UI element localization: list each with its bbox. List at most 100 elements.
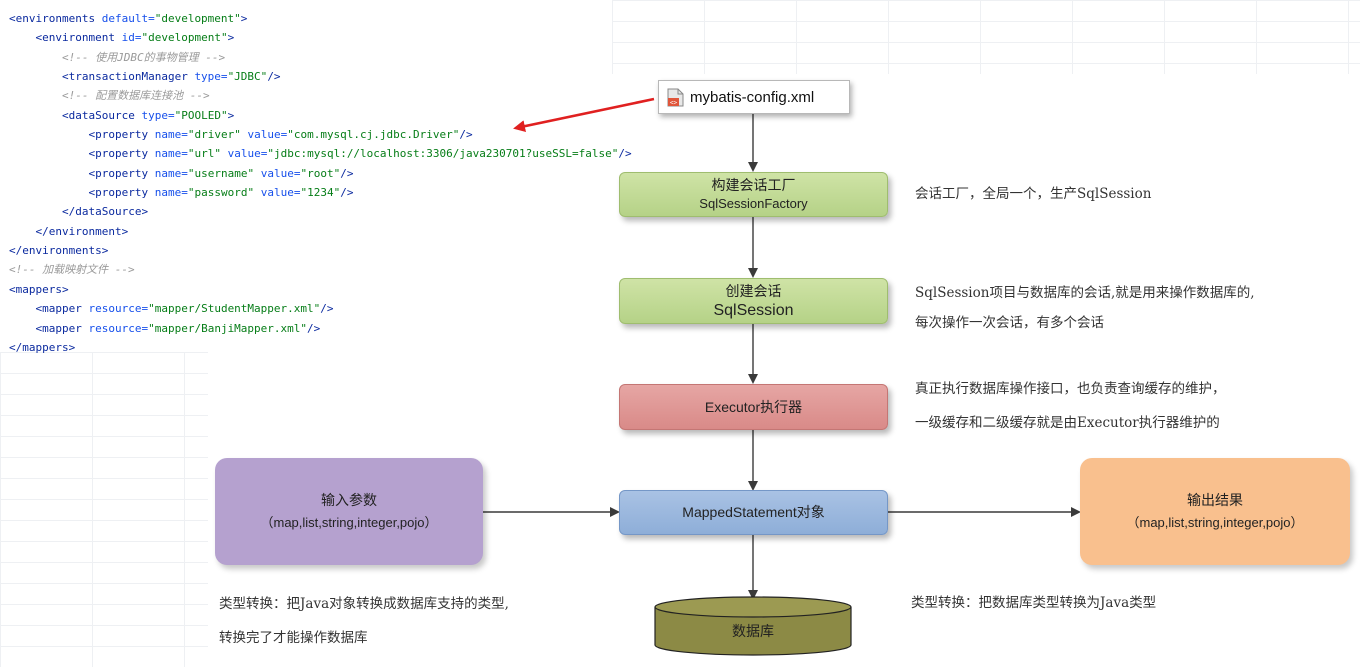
code-token: <property [88, 186, 155, 200]
code-line: <mapper resource="mapper/StudentMapper.x… [9, 299, 632, 318]
note-executor: 真正执行数据库操作接口，也负责查询缓存的维护， 一级缓存和二级缓存就是由Exec… [915, 374, 1226, 438]
code-token: /> [340, 186, 354, 200]
code-token: resource= [88, 302, 149, 316]
code-token: > [227, 108, 235, 122]
session-factory-box: 构建会话工厂 SqlSessionFactory [619, 172, 888, 217]
code-line: <property name="username" value="root"/> [9, 164, 632, 183]
code-token: /> [459, 128, 473, 142]
config-file-tag: <> mybatis-config.xml [658, 80, 850, 114]
code-token: <property [88, 147, 155, 161]
code-line: <transactionManager type="JDBC"/> [9, 67, 632, 86]
arrow-config-to-code [513, 97, 655, 133]
note-session-line-1: SqlSession项目与数据库的会话,就是用来操作数据库的, [915, 285, 1255, 301]
grid-background-left [0, 352, 208, 667]
code-token: "jdbc:mysql://localhost:3306/java230701?… [267, 147, 619, 161]
code-token: <mappers> [9, 282, 69, 296]
config-file-name: mybatis-config.xml [690, 88, 815, 106]
output-results-types: （map,list,string,integer,pojo） [1126, 515, 1304, 530]
code-line: </mappers> [9, 338, 632, 357]
code-token: "root" [300, 166, 341, 180]
input-params-types: （map,list,string,integer,pojo） [260, 515, 438, 530]
session-factory-class: SqlSessionFactory [699, 196, 808, 211]
note-input-line-2: 转换完了才能操作数据库 [219, 630, 368, 646]
output-results-title: 输出结果 [1187, 492, 1243, 508]
session-factory-title: 构建会话工厂 [711, 177, 796, 193]
database-label: 数据库 [732, 623, 774, 640]
code-line: <!-- 使用JDBC的事物管理 --> [9, 48, 632, 67]
code-line: <!-- 配置数据库连接池 --> [9, 86, 632, 105]
code-token: value= [247, 128, 288, 142]
code-token: <transactionManager [61, 70, 195, 84]
code-token: </mappers> [9, 340, 76, 354]
executor-box: Executor执行器 [619, 384, 888, 430]
code-token: id= [121, 31, 142, 45]
code-token: "1234" [300, 186, 341, 200]
database-label-box: 数据库 [655, 617, 851, 647]
note-input: 类型转换：把Java对象转换成数据库支持的类型, 转换完了才能操作数据库 [219, 589, 509, 653]
code-token: type= [141, 108, 175, 122]
code-token: <dataSource [61, 108, 142, 122]
code-token: value= [260, 166, 301, 180]
code-token: name= [154, 128, 188, 142]
code-line: <!-- 加载映射文件 --> [9, 260, 632, 279]
note-executor-line-1: 真正执行数据库操作接口，也负责查询缓存的维护， [915, 381, 1226, 397]
mapped-statement-label: MappedStatement对象 [682, 504, 825, 520]
code-token: name= [154, 186, 188, 200]
code-token: resource= [88, 321, 149, 335]
code-line: </dataSource> [9, 202, 632, 221]
code-token: /> [618, 147, 632, 161]
code-token: <property [88, 166, 155, 180]
mapped-statement-box: MappedStatement对象 [619, 490, 888, 535]
code-token: <!-- 配置数据库连接池 --> [61, 89, 210, 103]
note-executor-line-2: 一级缓存和二级缓存就是由Executor执行器维护的 [915, 415, 1220, 431]
code-token: default= [101, 12, 155, 25]
code-token: "mapper/BanjiMapper.xml" [148, 321, 308, 335]
xml-file-icon: <> [667, 88, 684, 106]
code-token: <mapper [35, 302, 89, 316]
code-token: <property [88, 128, 155, 142]
input-params-box: 输入参数 （map,list,string,integer,pojo） [215, 458, 483, 565]
code-token: /> [320, 302, 334, 316]
code-token: name= [154, 166, 188, 180]
grid-background-top [612, 0, 1360, 74]
code-line: <mappers> [9, 280, 632, 299]
code-line: <property name="driver" value="com.mysql… [9, 125, 632, 144]
code-token: <environment [35, 31, 122, 45]
code-token: </dataSource> [61, 205, 149, 219]
code-token: "url" [187, 147, 228, 161]
code-token: "POOLED" [174, 108, 228, 122]
code-token: value= [260, 186, 301, 200]
session-box: 创建会话 SqlSession [619, 278, 888, 324]
code-token: "com.mysql.cj.jdbc.Driver" [287, 128, 460, 142]
code-token: "development" [154, 12, 241, 25]
code-token: <!-- 加载映射文件 --> [9, 263, 135, 277]
code-token: <!-- 使用JDBC的事物管理 --> [61, 50, 226, 64]
code-token: "password" [187, 186, 261, 200]
session-class: SqlSession [713, 301, 794, 319]
code-token: <mapper [35, 321, 89, 335]
code-token: </environment> [35, 224, 129, 238]
code-token: type= [194, 70, 228, 84]
executor-label: Executor执行器 [704, 398, 803, 415]
code-token: <environments [9, 12, 102, 25]
code-token: "development" [141, 31, 228, 45]
note-output: 类型转换：把数据库类型转换为Java类型 [911, 588, 1156, 618]
code-line: <property name="password" value="1234"/> [9, 183, 632, 202]
code-token: "username" [187, 166, 261, 180]
code-token: /> [340, 166, 354, 180]
code-line: <environment id="development"> [9, 28, 632, 47]
code-line: <dataSource type="POOLED"> [9, 106, 632, 125]
code-token: "mapper/StudentMapper.xml" [148, 302, 321, 316]
output-results-box: 输出结果 （map,list,string,integer,pojo） [1080, 458, 1350, 565]
code-line: <environments default="development"> [9, 9, 632, 28]
note-factory: 会话工厂，全局一个，生产SqlSession [915, 179, 1151, 209]
code-token: /> [307, 321, 321, 335]
note-output-line-1: 类型转换：把数据库类型转换为Java类型 [911, 595, 1157, 611]
code-token: value= [227, 147, 268, 161]
note-input-line-1: 类型转换：把Java对象转换成数据库支持的类型, [219, 596, 509, 612]
note-session: SqlSession项目与数据库的会话,就是用来操作数据库的, 每次操作一次会话… [915, 278, 1255, 338]
note-factory-text: 会话工厂，全局一个，生产SqlSession [915, 186, 1152, 202]
code-line: <property name="url" value="jdbc:mysql:/… [9, 144, 632, 163]
code-token: > [227, 31, 235, 45]
